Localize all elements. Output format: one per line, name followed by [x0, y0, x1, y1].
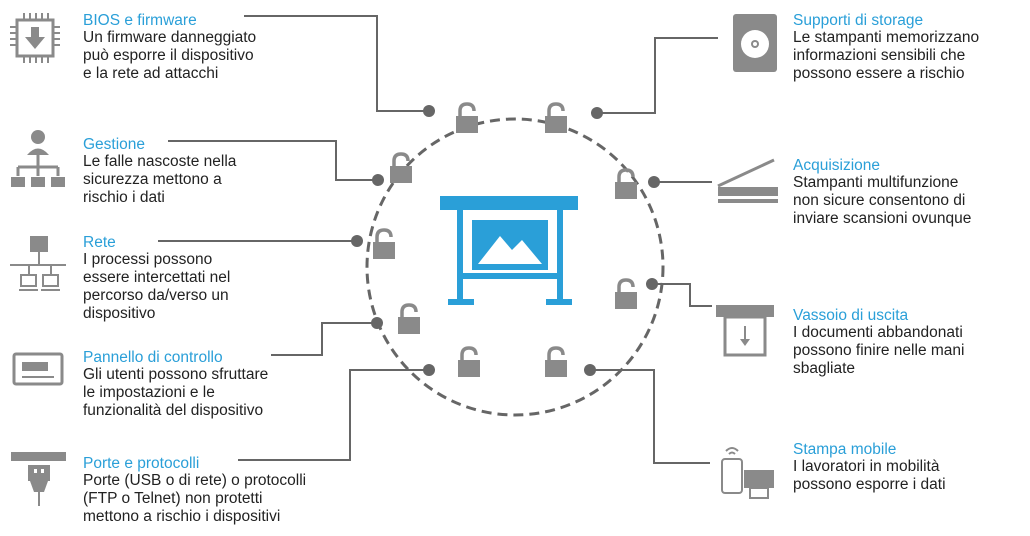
connector-pannello: [271, 322, 377, 356]
item-desc-line: essere intercettati nel: [83, 269, 231, 286]
item-desc-line: possono essere a rischio: [793, 65, 965, 82]
item-pannello: Pannello di controllo Gli utenti possono…: [83, 349, 333, 420]
item-desc-line: Un firmware danneggiato: [83, 29, 257, 46]
open-padlock-icon: [615, 168, 637, 199]
connector-dots: [351, 105, 660, 376]
large-format-printer-icon: [440, 196, 578, 305]
item-desc-line: mettono a rischio i dispositivi: [83, 508, 281, 525]
scanner-icon: [717, 158, 778, 203]
hard-drive-icon: [733, 14, 777, 72]
item-title: Pannello di controllo: [83, 349, 223, 366]
item-desc-line: sbagliate: [793, 360, 856, 377]
item-desc-line: inviare scansioni ovunque: [793, 210, 972, 227]
chip-download-icon: [10, 13, 60, 63]
dot-acquisizione: [648, 176, 660, 188]
connector-bios: [244, 15, 425, 112]
item-title: Acquisizione: [793, 157, 881, 174]
dot-porte: [423, 364, 435, 376]
item-desc-line: possono finire nelle mani: [793, 342, 965, 359]
open-padlock-icon: [545, 102, 567, 133]
item-desc-line: (FTP o Telnet) non protetti: [83, 490, 263, 507]
item-desc-line: Stampanti multifunzione: [793, 174, 959, 191]
connector-porte: [238, 369, 428, 461]
network-icon: [10, 236, 66, 291]
dot-pannello: [371, 317, 383, 329]
connector-gestione: [168, 140, 376, 181]
item-desc-line: I processi possono: [83, 251, 213, 268]
mobile-print-icon: [721, 447, 774, 499]
item-vassoio: Vassoio di uscita I documenti abbandonat…: [793, 307, 1028, 378]
connector-vassoio: [652, 283, 712, 307]
item-acquisizione: Acquisizione Stampanti multifunzione non…: [793, 157, 1028, 228]
open-padlock-icon: [456, 102, 478, 133]
open-padlock-icon: [545, 346, 567, 377]
item-mobile: Stampa mobile I lavoratori in mobilità p…: [793, 441, 1028, 494]
item-title: Gestione: [83, 136, 146, 153]
padlocks: [373, 102, 637, 377]
item-desc-line: dispositivo: [83, 305, 156, 322]
item-title: BIOS e firmware: [83, 12, 197, 29]
dot-mobile: [584, 364, 596, 376]
open-padlock-icon: [458, 346, 480, 377]
connector-storage: [597, 37, 718, 114]
item-title: Supporti di storage: [793, 12, 924, 29]
item-desc-line: Le falle nascoste nella: [83, 153, 237, 170]
dot-rete: [351, 235, 363, 247]
item-desc-line: sicurezza mettono a: [83, 171, 222, 188]
item-desc-line: Porte (USB o di rete) o protocolli: [83, 472, 307, 489]
item-desc-line: non sicure consentono di: [793, 192, 966, 209]
item-desc-line: informazioni sensibili che: [793, 47, 966, 64]
item-title: Vassoio di uscita: [793, 307, 909, 324]
connector-mobile: [590, 369, 710, 464]
item-rete: Rete I processi possono essere intercett…: [83, 234, 333, 323]
item-desc-line: percorso da/verso un: [83, 287, 229, 304]
item-desc-line: funzionalità del dispositivo: [83, 402, 264, 419]
dot-vassoio: [646, 278, 658, 290]
open-padlock-icon: [390, 152, 412, 183]
item-desc-line: e la rete ad attacchi: [83, 65, 219, 82]
dot-gestione: [372, 174, 384, 186]
item-desc-line: Gli utenti possono sfruttare: [83, 366, 269, 383]
dot-bios: [423, 105, 435, 117]
open-padlock-icon: [615, 278, 637, 309]
open-padlock-icon: [373, 228, 395, 259]
item-title: Porte e protocolli: [83, 455, 200, 472]
dot-storage: [591, 107, 603, 119]
item-storage: Supporti di storage Le stampanti memoriz…: [793, 12, 1028, 83]
item-desc-line: I documenti abbandonati: [793, 324, 963, 341]
item-desc-line: Le stampanti memorizzano: [793, 29, 980, 46]
item-bios: BIOS e firmware Un firmware danneggiato …: [83, 12, 333, 83]
connector-lines: [158, 15, 718, 464]
item-desc-line: I lavoratori in mobilità: [793, 458, 940, 475]
usb-port-icon: [11, 452, 66, 506]
org-chart-icon: [11, 130, 65, 187]
control-panel-icon: [12, 352, 64, 386]
item-desc-line: possono esporre i dati: [793, 476, 946, 493]
item-title: Stampa mobile: [793, 441, 897, 458]
item-desc-line: rischio i dati: [83, 189, 165, 206]
item-gestione: Gestione Le falle nascoste nella sicurez…: [83, 136, 333, 207]
security-ring: [365, 117, 665, 417]
item-desc-line: può esporre il dispositivo: [83, 47, 254, 64]
item-porte: Porte e protocolli Porte (USB o di rete)…: [83, 455, 373, 526]
item-title: Rete: [83, 234, 116, 251]
item-desc-line: le impostazioni e le: [83, 384, 215, 401]
open-padlock-icon: [398, 303, 420, 334]
output-tray-icon: [716, 305, 774, 357]
